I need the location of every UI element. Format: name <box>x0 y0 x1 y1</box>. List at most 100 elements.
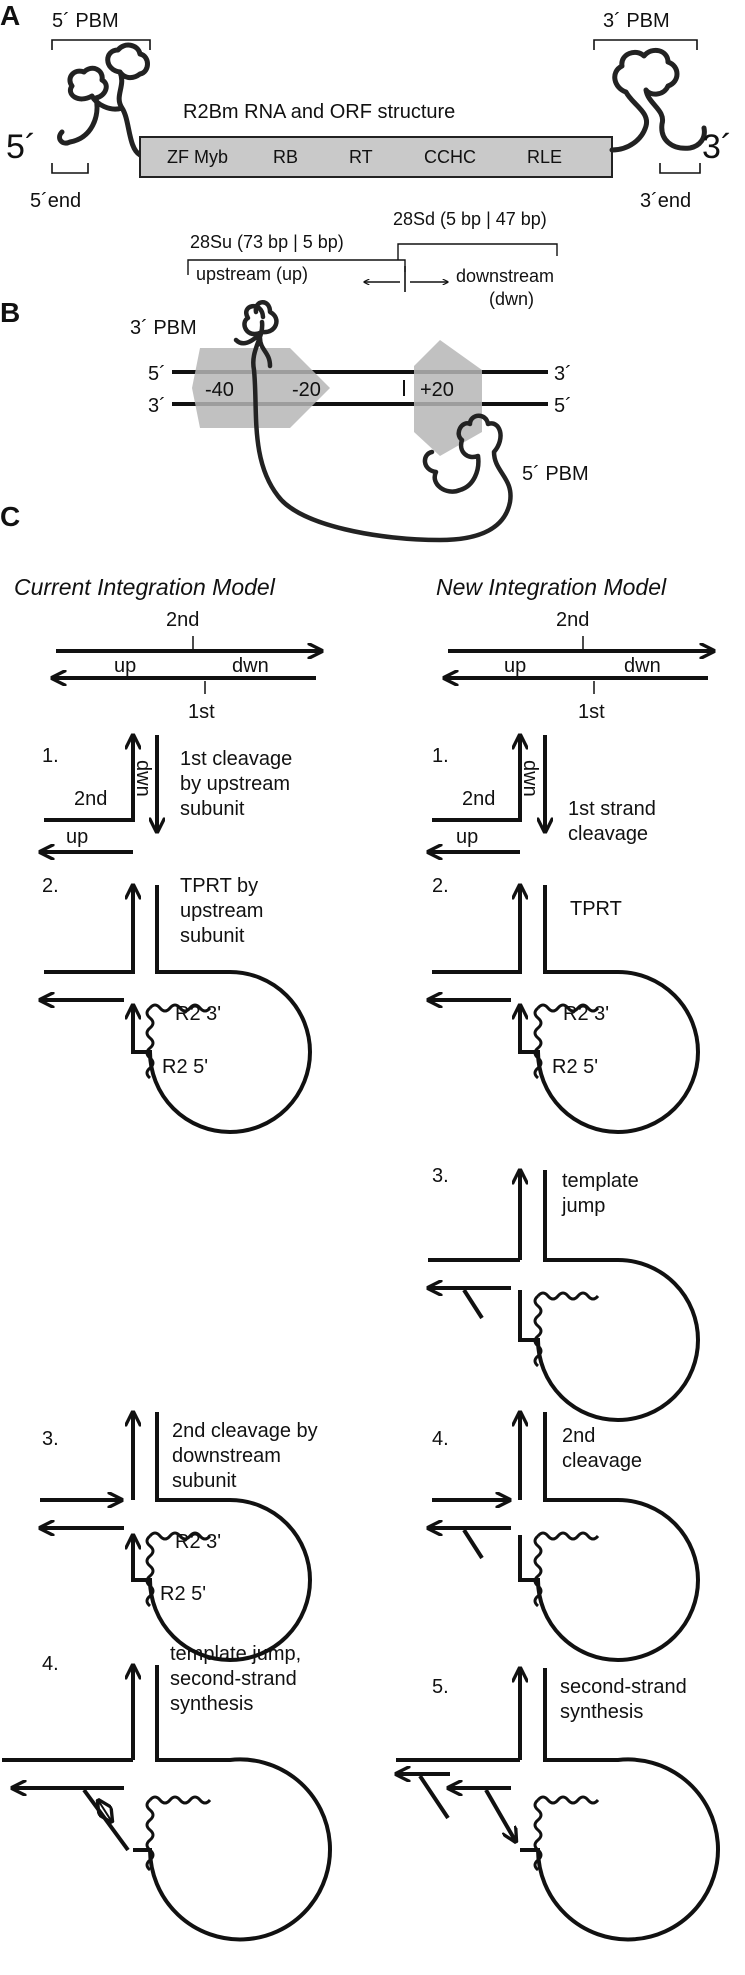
new-step1-text-2: cleavage <box>568 823 648 845</box>
new-first-label: 1st <box>578 701 605 723</box>
current-step2-r2-5: R2 5' <box>162 1056 208 1078</box>
pos-plus20: +20 <box>420 379 454 401</box>
new-step1-dwn: dwn <box>519 760 541 797</box>
dna-bottom-3prime: 3´ <box>148 395 166 417</box>
current-step1-text-2: by upstream <box>180 773 290 795</box>
pos-minus40: -40 <box>205 379 234 401</box>
orf-box <box>139 136 613 178</box>
panel-c: C Current Integration Model 2nd up dwn 1… <box>0 501 720 1942</box>
current-step4-text-3: synthesis <box>170 1693 253 1715</box>
new-up-label: up <box>504 655 526 677</box>
new-step4-number: 4. <box>432 1428 449 1450</box>
new-step5-number: 5. <box>432 1676 449 1698</box>
current-step4-cdna <box>145 1795 212 1872</box>
downstream-abbrev: (dwn) <box>489 289 534 309</box>
new-step3-jump-strand <box>462 1288 484 1320</box>
new-step2-r2-3: R2 3' <box>563 1003 609 1025</box>
new-step5-jump-strand-b <box>484 1789 516 1842</box>
panel-b: B 5´ 3´ 3´ 5´ -40 -20 +20 3´ PBM 5´ PBM <box>0 297 589 543</box>
pbm3-label: 3´ PBM <box>603 10 670 32</box>
new-step3-loop <box>518 1170 700 1422</box>
pbm5-bracket <box>51 39 151 50</box>
new-step4-cdna <box>533 1531 600 1608</box>
current-step3-text-2: downstream <box>172 1445 281 1467</box>
domain-cchc: CCHC <box>424 147 476 167</box>
current-step4-loop <box>133 1665 332 1942</box>
panel-c-letter: C <box>0 501 20 532</box>
current-step1-dwn: dwn <box>132 760 154 797</box>
end3-label: 3´end <box>640 190 691 212</box>
new-step3-number: 3. <box>432 1165 449 1187</box>
dna-bottom-5prime: 5´ <box>554 395 572 417</box>
domain-rle: RLE <box>527 147 562 167</box>
new-step4-jump-strand <box>462 1528 484 1560</box>
new-step1-top-strand <box>432 735 520 822</box>
current-step1-up: up <box>66 826 88 848</box>
current-step4-text-1: template jump, <box>170 1643 301 1665</box>
new-step5-loop <box>520 1668 720 1942</box>
current-step1-text-3: subunit <box>180 798 245 820</box>
current-up-label: up <box>114 655 136 677</box>
current-step2-cdna <box>145 1003 212 1080</box>
new-step1-2nd: 2nd <box>462 788 495 810</box>
current-step2-top-strand <box>44 885 133 974</box>
panel-a-letter: A <box>0 0 20 31</box>
new-step2-r2-5: R2 5' <box>552 1056 598 1078</box>
orf-title: R2Bm RNA and ORF structure <box>183 101 455 123</box>
current-dwn-label: dwn <box>232 655 269 677</box>
current-step3-r2-3: R2 3' <box>175 1531 221 1553</box>
new-step1-text-1: 1st strand <box>568 798 656 820</box>
current-step4-text-2: second-strand <box>170 1668 297 1690</box>
upstream-label: upstream (up) <box>196 264 308 284</box>
rna-5prime-structure <box>57 42 150 158</box>
new-step3-cdna <box>533 1291 600 1368</box>
pos-minus20: -20 <box>292 379 321 401</box>
pbm3-label-b: 3´ PBM <box>130 317 197 339</box>
current-step4-jump-arrow <box>98 1800 112 1822</box>
new-step4-loop <box>518 1412 700 1662</box>
current-second-label: 2nd <box>166 609 199 631</box>
panel-b-letter: B <box>0 297 20 328</box>
current-first-label: 1st <box>188 701 215 723</box>
site-28sd: 28Sd (5 bp | 47 bp) <box>393 209 547 229</box>
new-step3-text-1: template <box>562 1170 639 1192</box>
new-step2-loop <box>520 885 700 1134</box>
end3-bracket <box>659 163 701 174</box>
end5-bracket <box>51 163 89 174</box>
current-model: Current Integration Model 2nd up dwn 1st… <box>2 574 332 1942</box>
upstream-subunit <box>192 348 330 428</box>
new-step4-text-1: 2nd <box>562 1425 595 1447</box>
new-step5-jump-strand-a <box>418 1774 450 1820</box>
new-step2-cdna <box>533 1003 600 1080</box>
current-step2-text-1: TPRT by <box>180 875 258 897</box>
new-step3-text-2: jump <box>561 1195 605 1217</box>
current-step3-cdna <box>145 1531 212 1608</box>
new-step2-number: 2. <box>432 875 449 897</box>
current-step1-text-1: 1st cleavage <box>180 748 292 770</box>
new-model-title: New Integration Model <box>436 574 667 600</box>
dna-top-3prime: 3´ <box>554 363 572 385</box>
pbm3-bracket <box>593 39 698 50</box>
current-step3-text-1: 2nd cleavage by <box>172 1420 318 1442</box>
rna-3prime-structure <box>609 47 707 153</box>
current-step1-number: 1. <box>42 745 59 767</box>
pbm5-label-b: 5´ PBM <box>522 463 589 485</box>
pbm5-label: 5´ PBM <box>52 10 119 32</box>
domain-rb: RB <box>273 147 298 167</box>
current-step4-jump-strand <box>82 1788 130 1852</box>
new-second-label: 2nd <box>556 609 589 631</box>
current-step2-text-3: subunit <box>180 925 245 947</box>
current-step2-number: 2. <box>42 875 59 897</box>
bracket-28sd <box>397 243 558 260</box>
rna-5prime-end: 5´ <box>6 128 36 166</box>
tethered-rna <box>233 300 513 543</box>
rna-3prime-end: 3´ <box>702 128 732 166</box>
downstream-subunit <box>414 340 482 456</box>
new-step2-top-strand <box>432 885 520 974</box>
new-step5-cdna <box>533 1795 600 1872</box>
site-28su: 28Su (73 bp | 5 bp) <box>190 232 344 252</box>
downstream-label: downstream <box>456 266 554 286</box>
current-step3-r2-5: R2 5' <box>160 1583 206 1605</box>
new-step5-text-1: second-strand <box>560 1676 687 1698</box>
